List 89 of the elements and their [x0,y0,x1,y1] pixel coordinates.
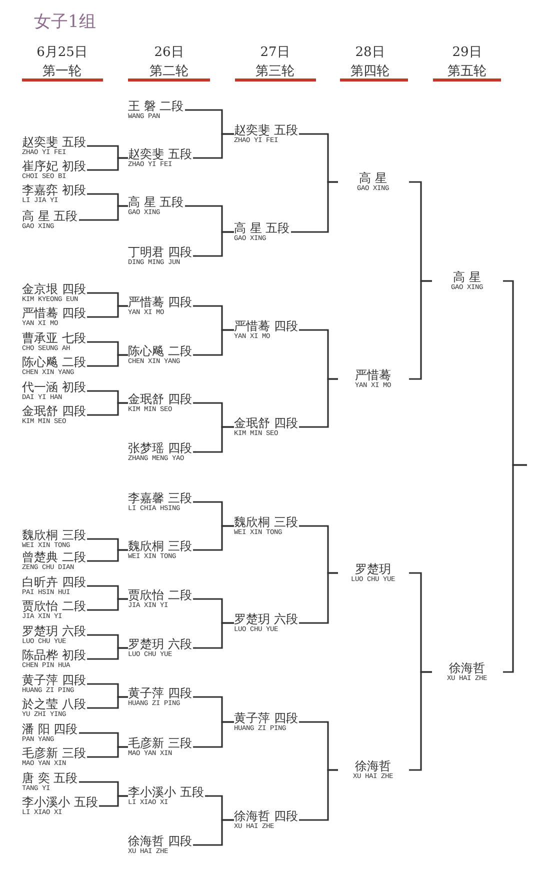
player-name: 罗楚玥 [354,561,392,576]
bracket-line [299,769,338,821]
date-heading: 27日 [259,45,291,61]
player-name: 王 磐 二段 [128,98,184,113]
bracket-line [87,696,128,709]
bracket-line [87,549,128,562]
player-name: 严惜蓦 [354,367,392,382]
player-name: 李嘉馨 三段 [128,490,192,505]
bracket-line [299,378,338,428]
bracket-line [193,819,234,846]
player-name: 魏欣桐 三段 [128,538,192,553]
bracket-line [193,133,234,159]
round-heading: 第五轮 [446,64,488,80]
player-name: 白昕卉 四段 [22,574,86,589]
player-name: 罗楚玥 六段 [234,611,298,626]
player-name: 金京垠 四段 [22,281,86,296]
bracket-line [409,280,432,380]
bracket-line [87,157,128,171]
player-name: 李小溪小 五段 [128,784,204,799]
bracket-line [299,572,338,624]
player-name: 毛彦新 三段 [128,735,192,750]
bracket-line [193,231,234,257]
player-name: 黄子萍 四段 [234,710,298,725]
player-name: 金珉舒 四段 [128,391,192,406]
player-name: 徐海哲 四段 [128,833,192,848]
bracket-line [193,329,234,356]
player-name: 徐海哲 四段 [234,808,298,823]
bracket-line [503,464,527,673]
bracket-line [87,305,128,318]
player-name: 赵奕斐 五段 [22,134,86,149]
player-name: 高 星 五段 [128,194,184,209]
bracket-line [193,426,234,453]
player-name: 代一涵 初段 [22,379,86,394]
bracket-line [87,647,128,660]
player-name: 张梦瑶 四段 [128,440,192,455]
round-heading: 第三轮 [254,64,296,80]
player-name: 黄子萍 四段 [128,685,192,700]
player-name: 高 星 [358,170,388,185]
bracket-line [87,402,128,416]
player-name: 罗楚玥 六段 [128,636,192,651]
round-heading: 第二轮 [148,64,190,80]
bracket-line [87,354,128,367]
round-heading: 第四轮 [350,64,390,80]
player-name: 贾欣怡 二段 [128,587,192,602]
player-name: 李小溪小 五段 [22,794,98,809]
date-heading: 28日 [354,45,386,61]
player-name: 於之莹 八段 [22,696,86,711]
date-heading: 6月25日 [36,45,88,61]
date-heading: 26日 [153,45,185,61]
bracket-line [87,598,128,611]
player-name: 陈品桦 初段 [22,647,86,662]
player-name: 曹承亚 七段 [22,330,86,345]
bracket-line [409,671,432,771]
round-heading: 第一轮 [42,64,82,80]
player-name: 贾欣怡 二段 [22,598,86,613]
player-name: 黄子萍 四段 [22,672,86,687]
player-name: 赵奕斐 五段 [128,146,192,161]
title: 女子1组 [34,12,96,32]
player-name: 高 星 五段 [22,208,78,223]
player-name: 高 星 五段 [234,220,290,235]
player-name: 高 星 [452,269,482,284]
player-name: 魏欣桐 三段 [234,514,298,529]
player-name: 赵奕斐 五段 [234,122,298,137]
player-name: 曾楚典 二段 [22,549,86,564]
player-name: 崔序妃 初段 [22,158,86,173]
bracket-line [99,795,128,807]
player-name: 魏欣桐 三段 [22,527,86,542]
player-name: 唐 奕 五段 [22,770,78,785]
player-name: 严惜蓦 四段 [128,294,192,309]
player-name: 罗楚玥 六段 [22,623,86,638]
bracket-line [193,622,234,649]
player-name: 徐海哲 [448,660,486,675]
player-name: 潘 阳 四段 [22,721,78,736]
bracket-line [291,181,338,233]
player-name: 陈心飚 二段 [22,354,86,369]
player-name: 丁明君 四段 [128,244,192,259]
player-name: 金珉舒 四段 [22,403,86,418]
bracket-line [193,525,234,551]
bracket-line [79,205,128,221]
player-name: 陈心飚 二段 [128,343,192,358]
bracket-line [193,721,234,748]
player-name: 严惜蓦 四段 [22,305,86,320]
player-name: 李嘉弈 初段 [22,182,86,197]
player-name: 金珉舒 四段 [234,415,298,430]
bracket-line [87,746,128,758]
date-heading: 29日 [451,45,483,61]
player-name: 毛彦新 三段 [22,745,86,760]
player-name: 徐海哲 [354,758,392,773]
player-name: 严惜蓦 四段 [234,318,298,333]
